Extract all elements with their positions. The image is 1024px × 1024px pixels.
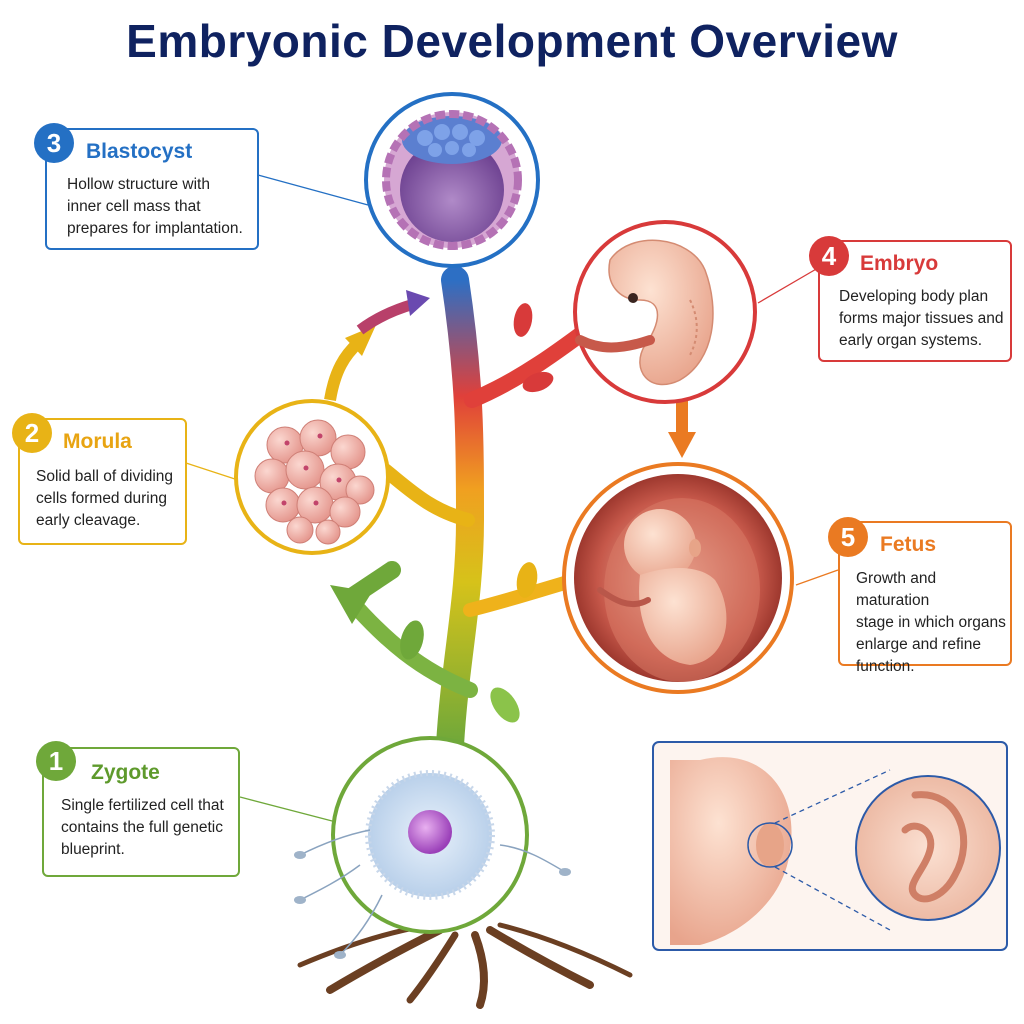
page-title: Embryonic Development Overview — [126, 15, 898, 67]
ear-detail-icon — [652, 741, 1008, 951]
zygote-illustration — [294, 736, 571, 959]
stage-description-embryo: Developing body plan forms major tissues… — [839, 288, 1004, 349]
stage-name-fetus: Fetus — [880, 533, 937, 556]
stage-number-badge-blastocyst: 3 — [34, 123, 74, 163]
fetus-illustration — [562, 462, 794, 694]
stage-name-zygote: Zygote — [91, 761, 160, 784]
stage-card-fetus: Fetus Growth and maturation stage in whi… — [838, 521, 1012, 675]
stage-number-badge-fetus: 5 — [828, 517, 868, 557]
stage-name-blastocyst: Blastocyst — [86, 140, 193, 163]
blastocyst-illustration — [364, 92, 540, 268]
stage-name-morula: Morula — [63, 430, 132, 453]
stage-description-morula: Solid ball of dividing cells formed duri… — [36, 468, 174, 529]
morula-illustration — [234, 399, 390, 555]
stage-number-badge-morula: 2 — [12, 413, 52, 453]
stage-card-embryo: Embryo Developing body plan forms major … — [818, 240, 1012, 362]
tree-roots — [297, 922, 633, 1009]
stage-name-embryo: Embryo — [860, 252, 939, 275]
stage-description-zygote: Single fertilized cell that contains the… — [61, 797, 224, 858]
arrow-to-morula-icon — [330, 585, 372, 624]
stage-number-badge-embryo: 4 — [809, 236, 849, 276]
arrow-to-blastocyst-icon — [345, 325, 376, 356]
tree-trunk — [342, 266, 608, 759]
stage-number-badge-zygote: 1 — [36, 741, 76, 781]
stage-card-morula: Morula Solid ball of dividing cells form… — [18, 418, 187, 545]
arrow-to-fetus-icon — [668, 432, 696, 458]
leaves — [400, 303, 554, 723]
stage-card-zygote: Zygote Single fertilized cell that conta… — [42, 747, 240, 877]
stage-description-blastocyst: Hollow structure with inner cell mass th… — [67, 176, 243, 237]
stage-card-blastocyst: Blastocyst Hollow structure with inner c… — [45, 128, 259, 250]
connector-lines — [185, 174, 839, 823]
stage-description-fetus: Growth and maturation stage in which org… — [856, 570, 1006, 675]
embryo-illustration — [573, 220, 757, 404]
growth-arrows — [324, 290, 696, 624]
